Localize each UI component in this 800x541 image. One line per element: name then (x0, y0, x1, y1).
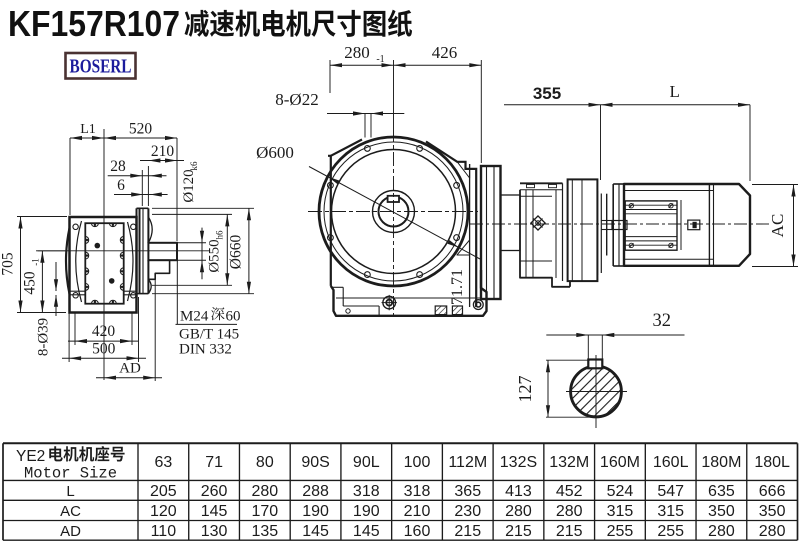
svg-text:215: 215 (505, 523, 532, 540)
svg-text:205: 205 (150, 483, 177, 500)
svg-text:L1: L1 (80, 122, 96, 137)
svg-text:452: 452 (556, 483, 583, 500)
svg-text:Ø660: Ø660 (228, 235, 245, 270)
svg-text:80: 80 (256, 454, 274, 471)
svg-text:L: L (670, 82, 680, 101)
svg-text:132M: 132M (549, 454, 589, 471)
svg-text:Ø600: Ø600 (256, 143, 294, 162)
svg-text:210: 210 (151, 143, 175, 160)
svg-text:132S: 132S (500, 454, 537, 471)
svg-text:112M: 112M (448, 454, 487, 471)
svg-text:h6: h6 (215, 230, 225, 240)
svg-text:AD: AD (60, 523, 81, 540)
svg-text:8-Ø39: 8-Ø39 (36, 318, 52, 356)
svg-text:L: L (66, 483, 74, 500)
svg-text:145: 145 (353, 523, 380, 540)
svg-text:8-Ø22: 8-Ø22 (275, 90, 318, 109)
svg-text:32: 32 (653, 311, 672, 331)
svg-text:666: 666 (759, 483, 786, 500)
svg-text:71: 71 (205, 454, 223, 471)
svg-text:90L: 90L (353, 454, 380, 471)
svg-text:160L: 160L (653, 454, 689, 471)
svg-text:100: 100 (404, 454, 431, 471)
svg-text:524: 524 (607, 483, 634, 500)
svg-text:210: 210 (404, 503, 431, 520)
svg-text:280: 280 (759, 523, 786, 540)
svg-text:120: 120 (150, 503, 177, 520)
svg-text:350: 350 (708, 503, 735, 520)
svg-text:280: 280 (251, 483, 278, 500)
svg-text:350: 350 (759, 503, 786, 520)
svg-text:BOSERL: BOSERL (70, 56, 132, 78)
svg-text:160M: 160M (600, 454, 640, 471)
svg-text:635: 635 (708, 483, 735, 500)
svg-text:Ø550: Ø550 (207, 239, 223, 272)
svg-text:426: 426 (432, 43, 458, 62)
svg-text:AC: AC (768, 214, 787, 238)
svg-text:160: 160 (404, 523, 431, 540)
svg-text:255: 255 (607, 523, 634, 540)
svg-text:Motor Size: Motor Size (24, 465, 117, 483)
svg-text:AC: AC (60, 503, 81, 520)
svg-text:127: 127 (515, 376, 535, 403)
svg-text:170: 170 (251, 503, 278, 520)
svg-text:k6: k6 (189, 161, 199, 171)
svg-text:315: 315 (607, 503, 634, 520)
svg-text:145: 145 (201, 503, 228, 520)
svg-text:280: 280 (556, 503, 583, 520)
svg-text:-1: -1 (31, 258, 41, 266)
svg-text:420: 420 (92, 323, 116, 340)
svg-text:190: 190 (302, 503, 329, 520)
svg-text:255: 255 (657, 523, 684, 540)
svg-text:90S: 90S (301, 454, 329, 471)
svg-text:355: 355 (533, 84, 561, 103)
svg-text:215: 215 (454, 523, 481, 540)
svg-text:215: 215 (556, 523, 583, 540)
svg-text:130: 130 (201, 523, 228, 540)
svg-text:Ø120: Ø120 (181, 169, 197, 202)
svg-text:135: 135 (251, 523, 278, 540)
svg-text:280: 280 (708, 523, 735, 540)
svg-text:365: 365 (454, 483, 481, 500)
svg-text:GB/T 145: GB/T 145 (179, 327, 239, 343)
svg-text:180L: 180L (754, 454, 790, 471)
svg-text:180M: 180M (701, 454, 741, 471)
svg-text:500: 500 (92, 341, 116, 358)
svg-text:-1: -1 (376, 54, 384, 65)
svg-text:413: 413 (505, 483, 532, 500)
svg-text:280: 280 (505, 503, 532, 520)
svg-text:288: 288 (302, 483, 329, 500)
svg-text:60: 60 (226, 309, 241, 325)
svg-text:547: 547 (657, 483, 684, 500)
svg-text:AD: AD (119, 361, 141, 377)
svg-text:YE2: YE2 (16, 448, 45, 465)
svg-text:705: 705 (0, 252, 17, 276)
svg-text:315: 315 (657, 503, 684, 520)
svg-text:KF157R107: KF157R107 (8, 3, 180, 44)
svg-text:318: 318 (353, 483, 380, 500)
svg-text:71.71: 71.71 (449, 269, 466, 305)
svg-text:260: 260 (201, 483, 228, 500)
svg-text:145: 145 (302, 523, 329, 540)
svg-text:230: 230 (454, 503, 481, 520)
svg-text:318: 318 (404, 483, 431, 500)
svg-text:28: 28 (110, 158, 126, 175)
svg-text:63: 63 (154, 454, 172, 471)
svg-text:520: 520 (129, 121, 153, 138)
svg-text:110: 110 (151, 523, 177, 540)
svg-text:450: 450 (22, 271, 39, 295)
svg-text:280: 280 (344, 43, 370, 62)
svg-text:190: 190 (353, 503, 380, 520)
svg-text:6: 6 (117, 177, 125, 194)
svg-text:DIN 332: DIN 332 (179, 342, 232, 358)
svg-text:M24: M24 (180, 309, 209, 325)
